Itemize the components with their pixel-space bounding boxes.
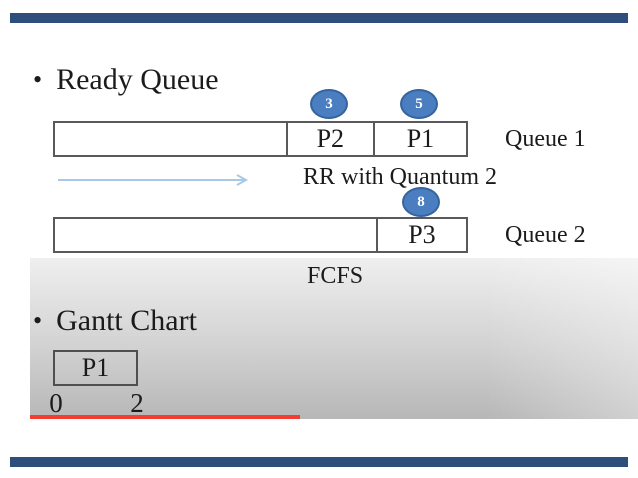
badge-p3-number: 8 [417,193,425,210]
section-title-ready-queue: Ready Queue [56,63,219,96]
queue2-label: Queue 2 [505,222,586,248]
ready-queue-heading: • Ready Queue [33,64,219,96]
process-label-p3: P3 [408,220,436,249]
gantt-block-label: P1 [81,353,110,382]
badge-p1-value: 5 [400,89,438,119]
queue2-policy-label: FCFS [307,263,364,289]
gantt-tick-start: 0 [49,388,63,418]
bottom-border-bar [10,457,628,467]
process-label-p1: P1 [406,124,435,153]
process-label-p2: P2 [316,124,345,153]
top-border-bar [10,13,628,23]
queue1-label: Queue 1 [505,126,586,152]
queue1-cell-p1: P1 [372,123,466,155]
bullet-icon: • [33,65,43,94]
badge-p2-number: 3 [325,95,333,112]
badge-p1-number: 5 [415,95,423,112]
gantt-tick-end: 2 [130,388,144,418]
flow-arrow-icon [58,174,249,186]
queue2-box: P3 [53,217,468,253]
queue1-box: P2 P1 [53,121,468,157]
gantt-block-p1: P1 [53,350,138,386]
gradient-band [30,258,638,419]
queue1-cell-p2: P2 [285,123,373,155]
queue2-cell-empty [55,219,376,251]
queue1-policy-label: RR with Quantum 2 [303,164,498,190]
queue1-cell-empty [55,123,286,155]
gantt-chart-heading: • Gantt Chart [33,305,197,337]
section-title-gantt-chart: Gantt Chart [56,304,197,337]
queue2-cell-p3: P3 [375,219,466,251]
red-underline [30,415,300,419]
badge-p2-value: 3 [310,89,348,119]
bullet-icon: • [33,306,43,335]
badge-p3-value: 8 [402,187,440,217]
